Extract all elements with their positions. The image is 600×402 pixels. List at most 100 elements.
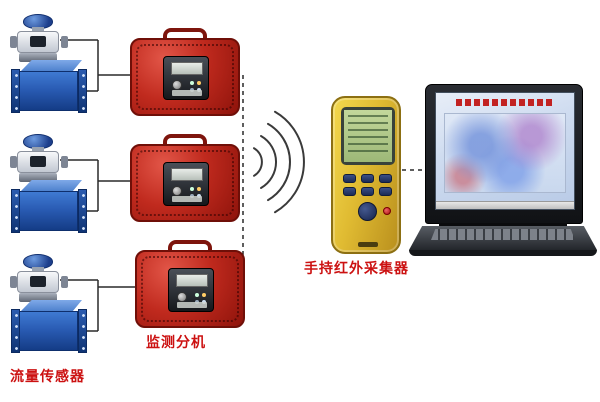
infrared-port bbox=[358, 242, 378, 247]
case-body bbox=[130, 144, 240, 222]
flow-box-flange-left bbox=[11, 69, 20, 113]
laptop-computer bbox=[409, 84, 597, 256]
flow-sensor-label: 流量传感器 bbox=[10, 368, 85, 384]
transmitter-base bbox=[19, 173, 57, 182]
handheld-screen-bezel bbox=[341, 107, 395, 165]
flow-transmitter-icon bbox=[10, 254, 68, 304]
panel-keys bbox=[190, 187, 194, 191]
flow-transmitter-icon bbox=[10, 134, 68, 184]
transmitter-display bbox=[30, 36, 46, 47]
flow-box-front bbox=[14, 71, 78, 111]
flow-box-top bbox=[20, 300, 82, 312]
keypad-key bbox=[361, 187, 374, 196]
laptop-screen-frame bbox=[425, 84, 583, 224]
handheld-lcd-screen bbox=[344, 110, 392, 162]
transmitter-base bbox=[19, 293, 57, 302]
flow-box-flange-left bbox=[11, 189, 20, 233]
transmitter-base bbox=[19, 53, 57, 62]
transmitter-body bbox=[17, 151, 59, 173]
software-content-area bbox=[444, 113, 566, 193]
flow-box-flange-right bbox=[78, 189, 87, 233]
transmitter-display bbox=[30, 276, 46, 287]
panel-label-sticker bbox=[177, 302, 207, 308]
flow-box-flange-right bbox=[78, 309, 87, 353]
panel-keys bbox=[190, 81, 194, 85]
panel-label-sticker bbox=[172, 90, 202, 96]
flow-transmitter-icon bbox=[10, 14, 68, 64]
software-taskbar bbox=[436, 201, 574, 209]
laptop-front-edge bbox=[409, 250, 597, 256]
handheld-collector-label: 手持红外采集器 bbox=[304, 260, 409, 276]
transmitter-port-right bbox=[61, 36, 68, 48]
flow-box-front bbox=[14, 311, 78, 351]
panel-dial bbox=[172, 186, 182, 196]
flow-box-front bbox=[14, 191, 78, 231]
transmitter-port-left bbox=[10, 36, 17, 48]
sensor-bracket-3 bbox=[60, 279, 135, 332]
laptop-screen bbox=[435, 92, 575, 210]
flow-channel-box-icon bbox=[11, 300, 88, 354]
keypad-key bbox=[379, 187, 392, 196]
case-rivets bbox=[141, 256, 239, 322]
transmitter-port-right bbox=[61, 156, 68, 168]
flow-box-flange-left bbox=[11, 309, 20, 353]
case-rivets bbox=[136, 150, 234, 216]
sensor-bracket-2 bbox=[60, 159, 130, 212]
laptop-hinge bbox=[439, 223, 567, 227]
panel-display bbox=[171, 62, 203, 75]
transmitter-display bbox=[30, 156, 46, 167]
handheld-body bbox=[331, 96, 401, 254]
keypad-key bbox=[379, 174, 392, 183]
transmitter-body bbox=[17, 271, 59, 293]
sensor-bracket-1 bbox=[60, 39, 130, 92]
wireless-arc-1 bbox=[253, 147, 263, 177]
monitor-sub-unit-3 bbox=[135, 240, 245, 330]
transmitter-port-right bbox=[61, 276, 68, 288]
keypad-key bbox=[361, 174, 374, 183]
case-handle bbox=[168, 240, 212, 253]
software-title-text bbox=[456, 99, 554, 106]
wireless-arc-4 bbox=[274, 110, 305, 214]
case-handle bbox=[163, 134, 207, 147]
panel-display bbox=[171, 168, 203, 181]
flow-box-top bbox=[20, 60, 82, 72]
panel-display bbox=[176, 274, 208, 287]
monitor-unit-label: 监测分机 bbox=[146, 334, 206, 350]
transmitter-neck bbox=[32, 267, 44, 273]
flow-sensor-group-3 bbox=[10, 254, 96, 354]
wireless-arc-3 bbox=[267, 122, 291, 202]
handheld-keypad bbox=[343, 174, 393, 226]
wireless-signal-arcs bbox=[253, 110, 305, 214]
case-body bbox=[130, 38, 240, 116]
panel-dial bbox=[177, 292, 187, 302]
keypad-power-button bbox=[383, 207, 391, 215]
transmitter-port-left bbox=[10, 156, 17, 168]
panel-label-sticker bbox=[172, 196, 202, 202]
case-control-panel bbox=[168, 268, 214, 312]
flow-channel-box-icon bbox=[11, 60, 88, 114]
transmitter-port-left bbox=[10, 276, 17, 288]
flow-box-top bbox=[20, 180, 82, 192]
wireless-arc-2 bbox=[260, 135, 278, 189]
transmitter-neck bbox=[32, 27, 44, 33]
flow-channel-box-icon bbox=[11, 180, 88, 234]
laptop-keyboard bbox=[431, 229, 575, 240]
flow-box-flange-right bbox=[78, 69, 87, 113]
handheld-infrared-collector bbox=[331, 96, 401, 254]
panel-dial bbox=[172, 80, 182, 90]
monitor-sub-unit-1 bbox=[130, 28, 240, 118]
lcd-text-lines bbox=[348, 115, 388, 157]
case-control-panel bbox=[163, 162, 209, 206]
monitor-sub-unit-2 bbox=[130, 134, 240, 224]
transmitter-body bbox=[17, 31, 59, 53]
keypad-nav-button bbox=[358, 202, 377, 221]
case-body bbox=[135, 250, 245, 328]
flow-sensor-group-2 bbox=[10, 134, 96, 234]
case-handle bbox=[163, 28, 207, 41]
flow-sensor-group-1 bbox=[10, 14, 96, 114]
panel-keys bbox=[195, 293, 199, 297]
case-rivets bbox=[136, 44, 234, 110]
keypad-key bbox=[343, 174, 356, 183]
